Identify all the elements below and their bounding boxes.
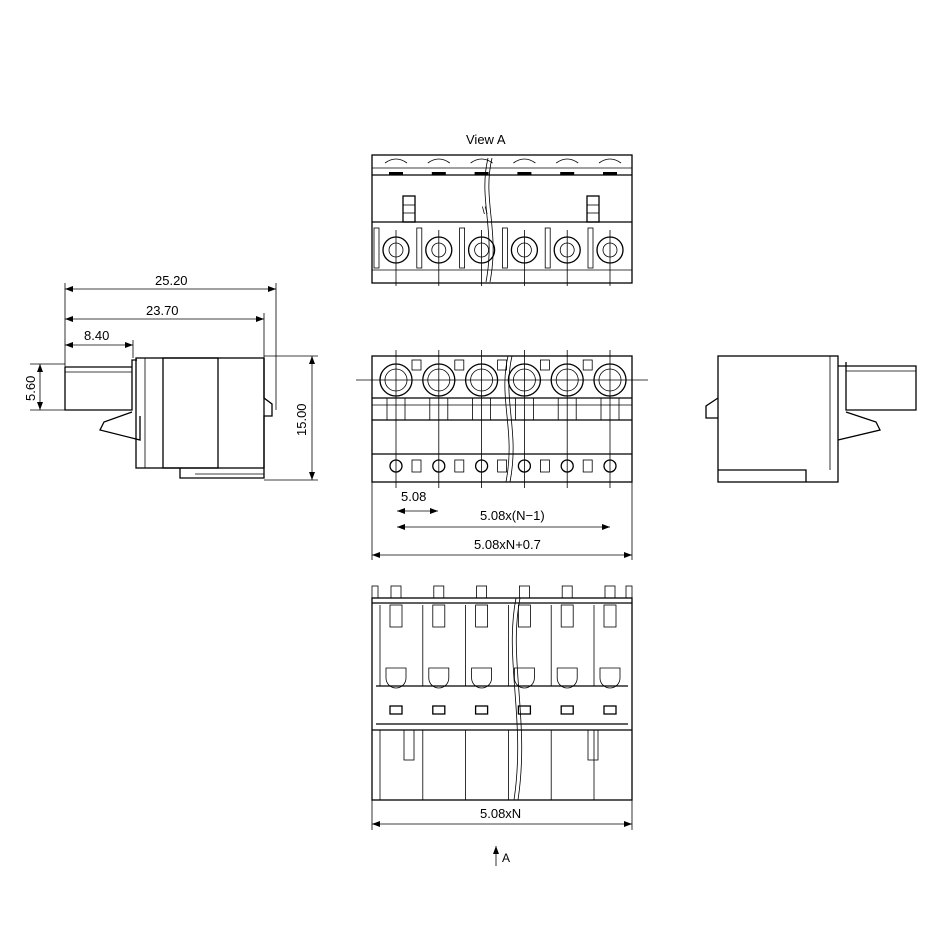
front-pole-hole <box>389 459 403 473</box>
view-a-outline <box>371 154 633 284</box>
front-pole-gap-mark <box>582 359 593 371</box>
front-pole-gap-mark <box>454 359 465 371</box>
bottom-pole-contact <box>432 604 446 628</box>
front-pole-hole <box>603 459 617 473</box>
view-a-pole-top-arc <box>470 158 493 164</box>
dim-overall-width-label: 5.08xN+0.7 <box>474 537 541 552</box>
bottom-pole-clamp <box>599 667 621 689</box>
view-a-pole-slot <box>389 172 403 175</box>
front-pole-hole <box>474 459 489 473</box>
front-view: 5.08 5.08x(N−1) 5.08xN+0.7 <box>356 350 648 560</box>
dim-front-length-label: 8.40 <box>84 328 109 343</box>
bottom-pole-square <box>560 705 574 715</box>
right-body <box>717 355 839 483</box>
bottom-pole-clamp <box>428 667 450 689</box>
svg-text:\\: \\ <box>482 206 488 217</box>
bottom-pole-contact <box>560 604 574 628</box>
front-pole-window <box>557 397 577 421</box>
bottom-end-tab <box>625 585 633 599</box>
view-a-pole-slot <box>474 172 489 175</box>
front-pole-window <box>472 397 492 421</box>
bottom-latch-right <box>587 729 599 761</box>
bottom-pole-clamp <box>556 667 578 689</box>
view-a-pole-divider <box>373 227 380 269</box>
side-view-right <box>705 355 917 483</box>
view-a-pole-top-arc <box>384 158 408 164</box>
bottom-pole-clamp <box>385 667 407 689</box>
latch-left <box>402 195 416 223</box>
view-a-arrow-label: A <box>502 851 510 865</box>
bottom-pole-contact <box>603 604 617 628</box>
dim-pitch-label: 5.08 <box>401 489 426 504</box>
front-pole-window <box>515 397 534 421</box>
view-a-pole-top-arc <box>513 158 536 164</box>
front-pole-window <box>386 397 406 421</box>
front-pole-gap-mark <box>540 359 550 371</box>
bottom-end-tab <box>371 585 379 599</box>
front-pole-gap-mark <box>411 359 422 371</box>
bottom-pole-square <box>517 705 532 715</box>
bottom-poles <box>371 585 633 800</box>
bottom-pole-square <box>432 705 446 715</box>
front-pole-gap-slot <box>454 459 465 473</box>
bottom-pole-square <box>603 705 617 715</box>
view-a-pole-divider <box>459 227 466 269</box>
view-a: View A \\ <box>371 132 633 286</box>
bottom-pole-tab <box>519 585 530 599</box>
front-pole-window <box>600 397 620 421</box>
front-pole-gap-slot <box>497 459 508 473</box>
bottom-outline <box>371 597 633 801</box>
view-a-label: View A <box>466 132 506 147</box>
view-a-pole-slot <box>603 172 617 175</box>
view-a-poles <box>373 158 624 286</box>
bottom-pole-contact <box>518 604 531 628</box>
front-poles <box>379 350 627 488</box>
bottom-pole-tab <box>433 585 445 599</box>
side-window <box>162 357 219 469</box>
bottom-view: 5.08xN A <box>371 585 633 866</box>
front-pole-window <box>429 397 449 421</box>
bottom-pole-tab <box>561 585 573 599</box>
bottom-pole-contact <box>389 604 403 628</box>
front-pole-hole <box>432 459 446 473</box>
view-a-pole-slot <box>560 172 575 175</box>
side-body <box>135 357 265 469</box>
dim-bottom-width-label: 5.08xN <box>480 806 521 821</box>
dim-plug-height-label: 5.60 <box>23 376 38 401</box>
bottom-pole-square <box>389 705 403 715</box>
front-pole-hole <box>560 459 574 473</box>
dim-pitch-span-label: 5.08x(N−1) <box>480 508 545 523</box>
view-a-pole-slot <box>517 172 532 175</box>
view-a-pole-divider <box>544 227 551 269</box>
view-a-pole-divider <box>587 227 594 269</box>
view-a-pole-top-arc <box>598 158 622 164</box>
front-pole-gap-slot <box>582 459 593 473</box>
dim-overall-length-label: 25.20 <box>155 273 188 288</box>
view-a-pole-top-arc <box>427 158 451 164</box>
view-a-pole-top-arc <box>555 158 579 164</box>
bottom-pole-square <box>474 705 489 715</box>
view-a-pole-divider <box>501 227 508 269</box>
front-pole-gap-slot <box>411 459 422 473</box>
bottom-latch-left <box>403 729 415 761</box>
front-outline <box>371 355 633 483</box>
dim-total-height-label: 15.00 <box>294 403 309 436</box>
dim-body-length-label: 23.70 <box>146 303 179 318</box>
view-a-pole-divider <box>416 227 423 269</box>
bottom-pole-clamp <box>514 667 535 689</box>
bottom-pole-contact <box>475 604 489 628</box>
latch-right <box>586 195 600 223</box>
bottom-pole-tab <box>390 585 402 599</box>
side-view-left: 25.20 23.70 8.40 5.60 15.00 <box>23 273 318 481</box>
front-pole-gap-mark <box>497 359 508 371</box>
view-a-pole-slot <box>431 172 446 175</box>
front-pole-gap-slot <box>540 459 550 473</box>
front-pole-hole <box>517 459 532 473</box>
bottom-pole-tab <box>476 585 488 599</box>
bottom-pole-tab <box>604 585 616 599</box>
bottom-pole-clamp <box>471 667 492 689</box>
